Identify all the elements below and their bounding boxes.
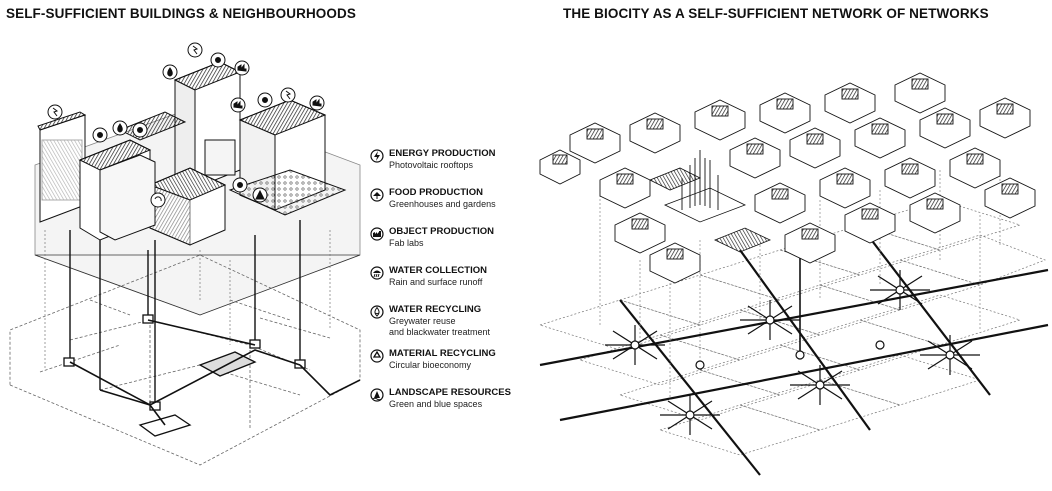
legend-desc: Green and blue spaces (389, 399, 483, 409)
plant-icon (370, 188, 384, 202)
legend-title: MATERIAL RECYCLING (389, 348, 496, 359)
legend-desc: Greywater reuse (389, 316, 456, 326)
legend-title: FOOD PRODUCTION (389, 187, 483, 198)
legend-desc: Rain and surface runoff (389, 277, 483, 287)
legend-title: OBJECT PRODUCTION (389, 226, 495, 237)
legend-title: WATER COLLECTION (389, 265, 487, 276)
legend-title: WATER RECYCLING (389, 304, 482, 315)
central-landmark (649, 150, 771, 253)
tree-icon (370, 388, 384, 402)
biocity-network (538, 72, 1049, 476)
rain-icon (370, 266, 384, 280)
factory-icon (370, 227, 384, 241)
legend-desc: Photovoltaic rooftops (389, 160, 474, 170)
vertical-pipes (69, 220, 301, 405)
buildings (37, 61, 347, 246)
right-panel-title: THE BIOCITY AS A SELF-SUFFICIENT NETWORK… (563, 6, 989, 21)
resource-pins (47, 42, 325, 208)
left-panel-title: SELF-SUFFICIENT BUILDINGS & NEIGHBOURHOO… (6, 6, 356, 21)
lightning-icon (370, 149, 384, 163)
network-lines (69, 319, 361, 426)
legend-desc: and blackwater treatment (389, 327, 491, 337)
city-blocks (539, 72, 1036, 284)
recycle-icon (370, 349, 384, 363)
legend-title: ENERGY PRODUCTION (389, 148, 496, 159)
legend-desc: Circular bioeconomy (389, 360, 472, 370)
droplet-icon (370, 305, 384, 319)
network-hubs (605, 270, 980, 435)
legend-title: LANDSCAPE RESOURCES (389, 387, 511, 398)
dotted-connections (44, 230, 331, 370)
underground-network (9, 254, 361, 466)
legend-desc: Fab labs (389, 238, 424, 248)
legend-desc: Greenhouses and gardens (389, 199, 496, 209)
